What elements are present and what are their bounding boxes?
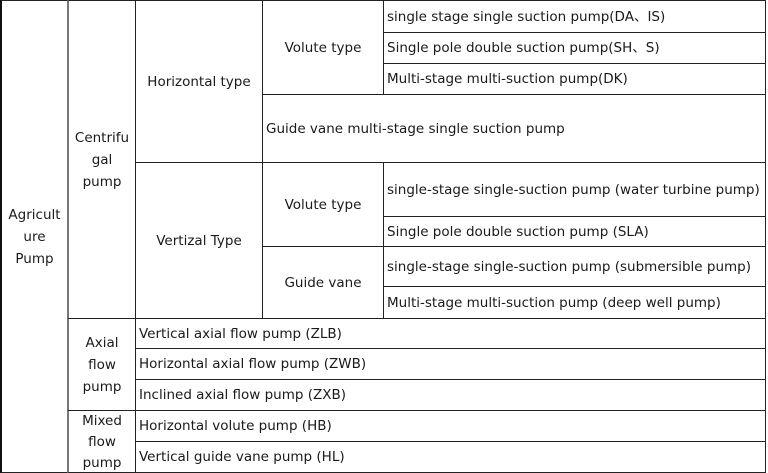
item-label: Guide vane multi-stage single suction pu… — [266, 120, 565, 137]
axial-flow-pump-cell: Axial flow pump — [67, 318, 136, 411]
item-label: Multi-stage multi-suction pump (deep wel… — [387, 294, 721, 311]
table-row: single-stage single-suction pump (water … — [383, 162, 766, 217]
horizontal-type-label: Horizontal type — [147, 73, 251, 90]
item-label: single-stage single-suction pump (submer… — [387, 258, 751, 275]
centrifugal-pump-label: Centrifu gal pump — [74, 129, 130, 190]
item-label: single stage single suction pump(DA、IS) — [387, 8, 666, 25]
vertical-type-label: Vertizal Type — [156, 232, 242, 249]
table-row: Single pole double suction pump(SH、S) — [383, 32, 766, 64]
table-row: single stage single suction pump(DA、IS) — [383, 0, 766, 33]
item-label: Single pole double suction pump(SH、S) — [387, 40, 660, 56]
table-row: Horizontal volute pump (HB) — [135, 410, 766, 442]
vertical-volute-cell: Volute type — [262, 162, 384, 247]
item-label: Inclined axial flow pump (ZXB) — [139, 387, 347, 403]
horizontal-type-cell: Horizontal type — [135, 0, 263, 163]
vertical-guide-vane-label: Guide vane — [284, 274, 362, 291]
item-label: Vertical axial flow pump (ZLB) — [139, 325, 342, 342]
horizontal-volute-cell: Volute type — [262, 0, 384, 95]
item-label: Horizontal volute pump (HB) — [139, 418, 332, 434]
item-label: Vertical guide vane pump (HL) — [139, 449, 345, 465]
table-row: Inclined axial flow pump (ZXB) — [135, 379, 766, 411]
mixed-flow-pump-cell: Mixed flow pump — [67, 410, 136, 473]
table-row: Vertical axial flow pump (ZLB) — [135, 318, 766, 349]
horizontal-volute-label: Volute type — [284, 39, 362, 56]
table-row: Guide vane multi-stage single suction pu… — [262, 94, 766, 163]
vertical-type-cell: Vertizal Type — [135, 162, 263, 319]
axial-flow-pump-label: Axial flow pump — [82, 334, 122, 395]
root-category-label: Agricult ure Pump — [8, 206, 61, 267]
table-row: Multi-stage multi-suction pump(DK) — [383, 63, 766, 95]
table-row: Multi-stage multi-suction pump (deep wel… — [383, 286, 766, 319]
item-label: Single pole double suction pump (SLA) — [387, 223, 649, 240]
item-label: single-stage single-suction pump (water … — [387, 181, 760, 198]
table-row: Vertical guide vane pump (HL) — [135, 441, 766, 473]
table-row: Horizontal axial flow pump (ZWB) — [135, 348, 766, 380]
root-category-cell: Agricult ure Pump — [0, 0, 68, 473]
vertical-guide-vane-cell: Guide vane — [262, 246, 384, 319]
table-row: Single pole double suction pump (SLA) — [383, 216, 766, 247]
item-label: Horizontal axial flow pump (ZWB) — [139, 356, 367, 372]
centrifugal-pump-cell: Centrifu gal pump — [67, 0, 136, 319]
table-row: single-stage single-suction pump (submer… — [383, 246, 766, 287]
vertical-volute-label: Volute type — [284, 196, 362, 213]
mixed-flow-pump-label: Mixed flow pump — [82, 413, 122, 471]
item-label: Multi-stage multi-suction pump(DK) — [387, 71, 628, 87]
